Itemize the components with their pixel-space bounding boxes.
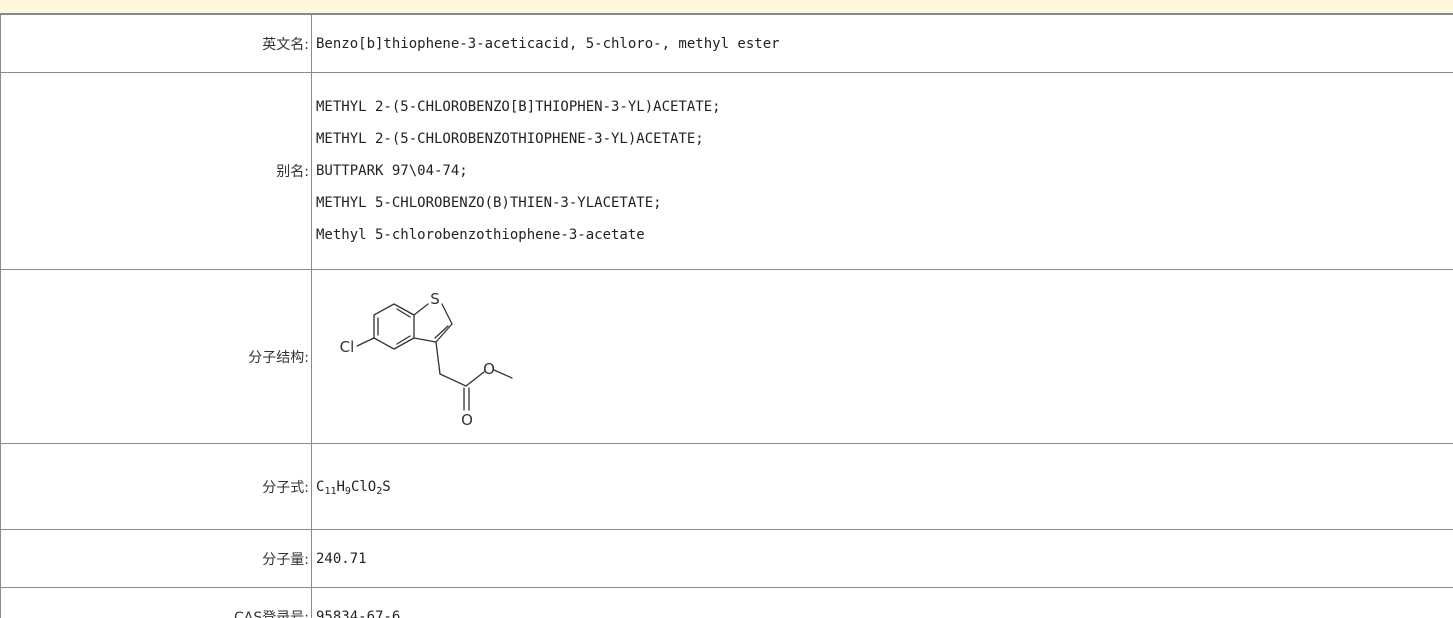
row-english-name: 英文名: Benzo[b]thiophene-3-aceticacid, 5-c… (0, 14, 1453, 73)
row-formula: 分子式: C11H9ClO2S (0, 443, 1453, 530)
row-structure: 分子结构: (0, 269, 1453, 444)
formula-s: S (382, 478, 391, 495)
molecular-weight-value: 240.71 (311, 529, 1453, 588)
alias-item: METHYL 5-CHLOROBENZO(B)THIEN-3-YLACETATE… (316, 195, 662, 211)
formula-c: C (316, 478, 325, 495)
sulfur-atom-label: S (430, 290, 440, 308)
alias-item: Methyl 5-chlorobenzothiophene-3-acetate (316, 227, 645, 243)
row-aliases: 别名: METHYL 2-(5-CHLOROBENZO[B]THIOPHEN-3… (0, 72, 1453, 270)
english-name-label: 英文名: (0, 14, 312, 73)
formula-clo: ClO (350, 478, 377, 495)
header-bar (0, 0, 1453, 14)
english-name-value: Benzo[b]thiophene-3-aceticacid, 5-chloro… (311, 14, 1453, 73)
molecular-weight-label: 分子量: (0, 529, 312, 588)
row-cas: CAS登录号: 95834-67-6 (0, 587, 1453, 618)
formula-o-count: 2 (376, 485, 383, 497)
alias-item: METHYL 2-(5-CHLOROBENZO[B]THIOPHEN-3-YL)… (316, 99, 721, 115)
ester-oxygen-label: O (483, 360, 495, 378)
formula-label: 分子式: (0, 443, 312, 530)
row-molecular-weight: 分子量: 240.71 (0, 529, 1453, 588)
alias-item: BUTTPARK 97\04-74; (316, 163, 468, 179)
aliases-list: METHYL 2-(5-CHLOROBENZO[B]THIOPHEN-3-YL)… (311, 72, 1453, 270)
structure-container: S Cl O O (316, 278, 1453, 436)
structure-label: 分子结构: (0, 269, 312, 444)
alias-item: METHYL 2-(5-CHLOROBENZOTHIOPHENE-3-YL)AC… (316, 131, 704, 147)
formula-value: C11H9ClO2S (311, 443, 1453, 530)
formula-h: H (336, 478, 345, 495)
cas-value: 95834-67-6 (311, 587, 1453, 618)
cas-label: CAS登录号: (0, 587, 312, 618)
structure-cell: S Cl O O (311, 269, 1453, 444)
formula-h-count: 9 (344, 485, 351, 497)
carbonyl-oxygen-label: O (461, 411, 473, 429)
formula-c-count: 11 (324, 485, 337, 497)
chlorine-atom-label: Cl (340, 338, 355, 356)
molecule-structure-image: S Cl O O (340, 290, 513, 429)
aliases-label: 别名: (0, 72, 312, 270)
compound-info-table: 英文名: Benzo[b]thiophene-3-aceticacid, 5-c… (0, 14, 1453, 618)
